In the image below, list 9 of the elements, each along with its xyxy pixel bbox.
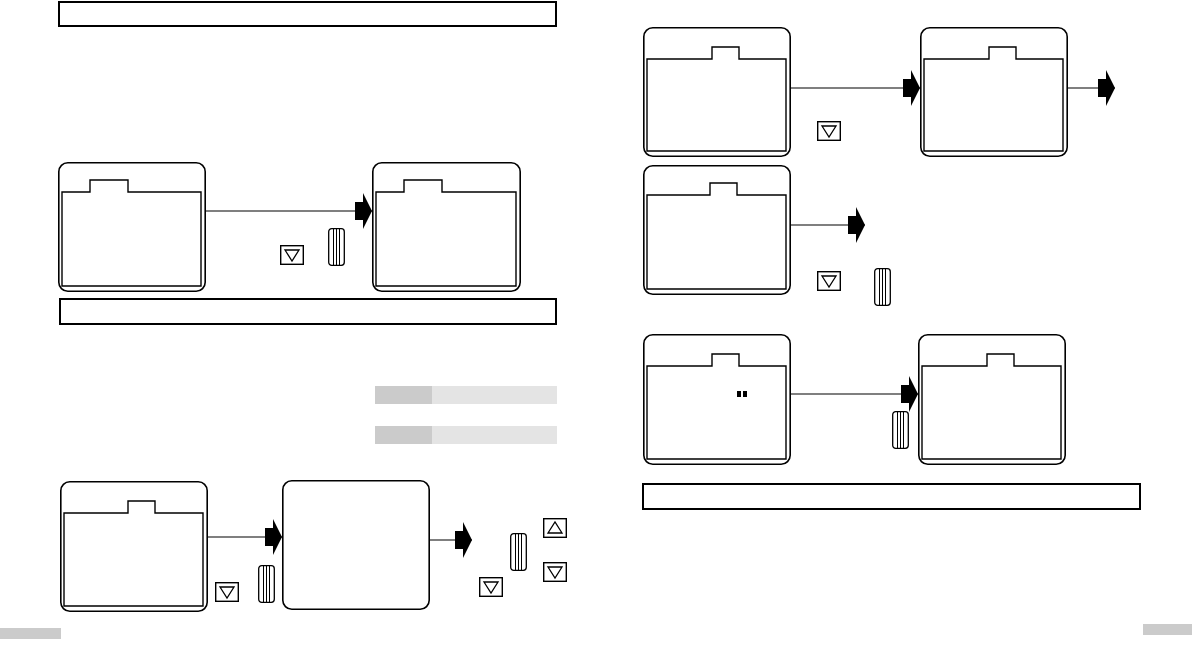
screen-frame	[643, 334, 791, 465]
screen-frame	[643, 27, 791, 157]
screen-frame	[282, 480, 430, 610]
screen-frame	[918, 334, 1066, 465]
screen-frame	[920, 27, 1068, 157]
screen-frame	[58, 162, 206, 292]
screen-frame	[372, 162, 521, 292]
screen-frame	[643, 165, 791, 295]
screen-frame	[60, 481, 208, 612]
